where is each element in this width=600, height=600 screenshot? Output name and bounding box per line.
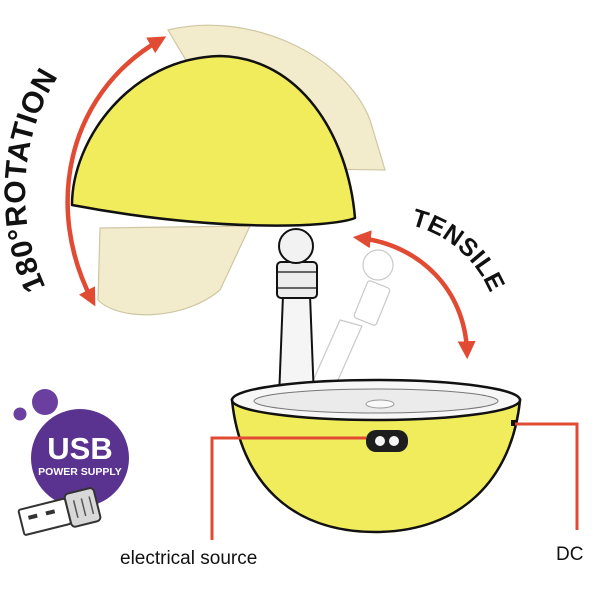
ghost-lamp-neck [307, 249, 394, 399]
electrical-source-label: electrical source [120, 548, 258, 569]
tensile-arrow [352, 230, 476, 360]
dc-port [511, 420, 516, 426]
callout-lines [210, 422, 579, 540]
usb-badge-title: USB [47, 431, 112, 466]
electrical-source-leader [210, 436, 366, 540]
rotation-label: 180°ROTATION [0, 63, 64, 297]
lamp-neck [276, 228, 318, 399]
badge-dot-small [13, 407, 27, 421]
badge-dot-large [32, 389, 58, 415]
usb-badge-subtitle: POWER SUPPLY [38, 466, 122, 478]
ghost-lamp-head-lower [97, 225, 251, 316]
dc-leader [515, 422, 579, 530]
tensile-label: TENSILE [409, 204, 511, 296]
power-socket-icon [366, 430, 408, 452]
dc-label: DC [556, 544, 584, 565]
usb-plug-icon [17, 487, 102, 536]
badge-circle [31, 409, 129, 507]
rotation-arrow [65, 36, 167, 307]
usb-badge: USB POWER SUPPLY [13, 389, 129, 507]
lamp-base [230, 378, 522, 534]
